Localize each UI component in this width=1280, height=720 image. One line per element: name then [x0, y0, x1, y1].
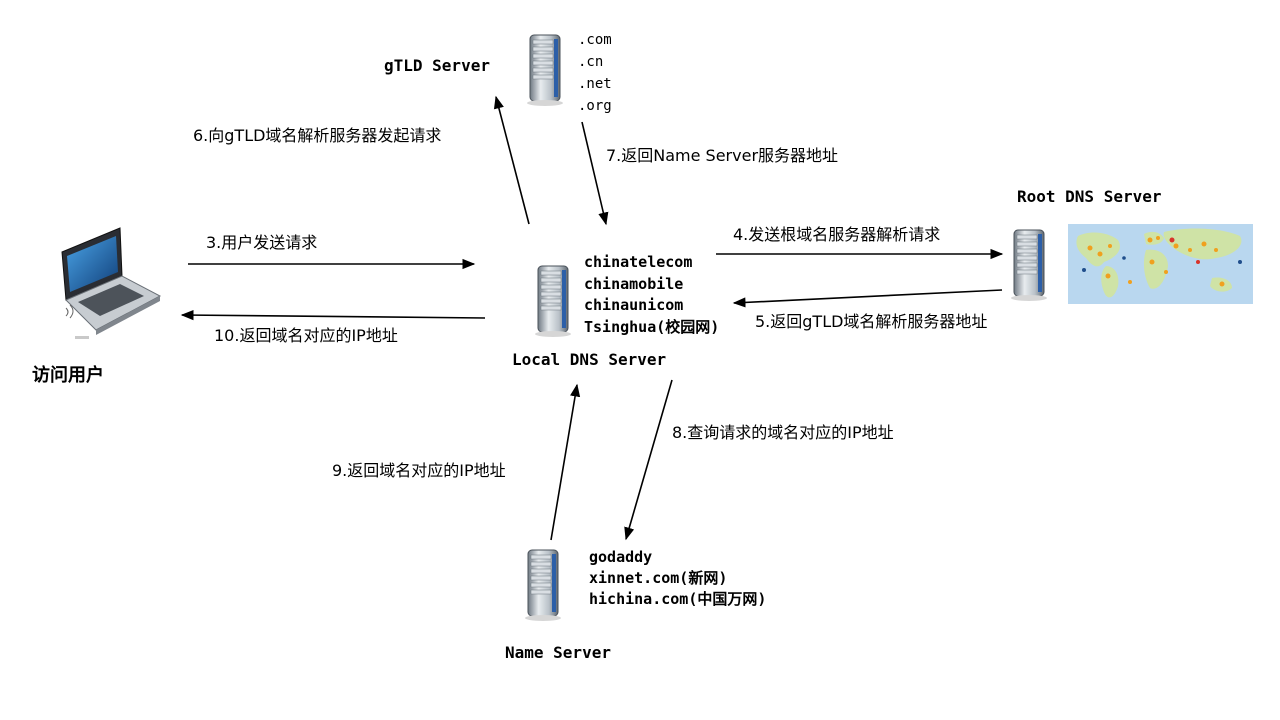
step-4-label: 4.发送根域名服务器解析请求 — [733, 225, 941, 244]
tld-list: .com .cn .net .org — [578, 29, 612, 117]
provider-item: chinaunicom — [584, 296, 684, 314]
provider-item: chinatelecom — [584, 253, 693, 271]
local-dns-server-icon — [534, 265, 572, 338]
step-7-label: 7.返回Name Server服务器地址 — [606, 146, 839, 165]
provider-list: chinatelecom chinamobile chinaunicom Tsi… — [584, 252, 719, 338]
step-9-label: 9.返回域名对应的IP地址 — [332, 461, 506, 480]
name-server-icon — [524, 549, 562, 622]
arrow-step-10 — [180, 309, 486, 321]
arrow-step-5 — [732, 289, 1003, 308]
tld-item: .net — [578, 76, 612, 92]
step-6-label: 6.向gTLD域名解析服务器发起请求 — [193, 126, 442, 145]
step-5-label: 5.返回gTLD域名解析服务器地址 — [755, 312, 988, 331]
tld-item: .org — [578, 98, 612, 114]
arrow-step-7 — [581, 121, 609, 226]
provider-item: chinamobile — [584, 274, 684, 293]
name-server-name: Name Server — [505, 643, 611, 662]
tld-item: .cn — [578, 54, 604, 70]
world-map-icon — [1068, 224, 1253, 304]
arrow-step-9 — [550, 383, 581, 541]
registrar-item: godaddy — [589, 548, 653, 566]
registrar-list: godaddy xinnet.com(新网) hichina.com(中国万网) — [589, 547, 766, 610]
step-3-label: 3.用户发送请求 — [206, 233, 318, 252]
root-dns-server-icon — [1010, 229, 1048, 302]
laptop-icon — [61, 227, 162, 339]
gtld-server-icon — [526, 34, 564, 107]
arrow-step-8 — [624, 379, 673, 541]
user-label: 访问用户 — [32, 365, 104, 386]
provider-item: Tsinghua(校园网) — [584, 317, 720, 336]
gtld-server-name: gTLD Server — [384, 56, 490, 75]
tld-item: .com — [578, 32, 612, 48]
step-8-label: 8.查询请求的域名对应的IP地址 — [672, 423, 894, 442]
step-10-label: 10.返回域名对应的IP地址 — [214, 326, 398, 345]
root-dns-server-name: Root DNS Server — [1017, 187, 1162, 206]
local-dns-server-name: Local DNS Server — [512, 350, 667, 369]
registrar-item: xinnet.com(新网) — [589, 569, 728, 587]
registrar-item: hichina.com(中国万网) — [589, 590, 767, 608]
arrow-step-6 — [493, 95, 530, 225]
